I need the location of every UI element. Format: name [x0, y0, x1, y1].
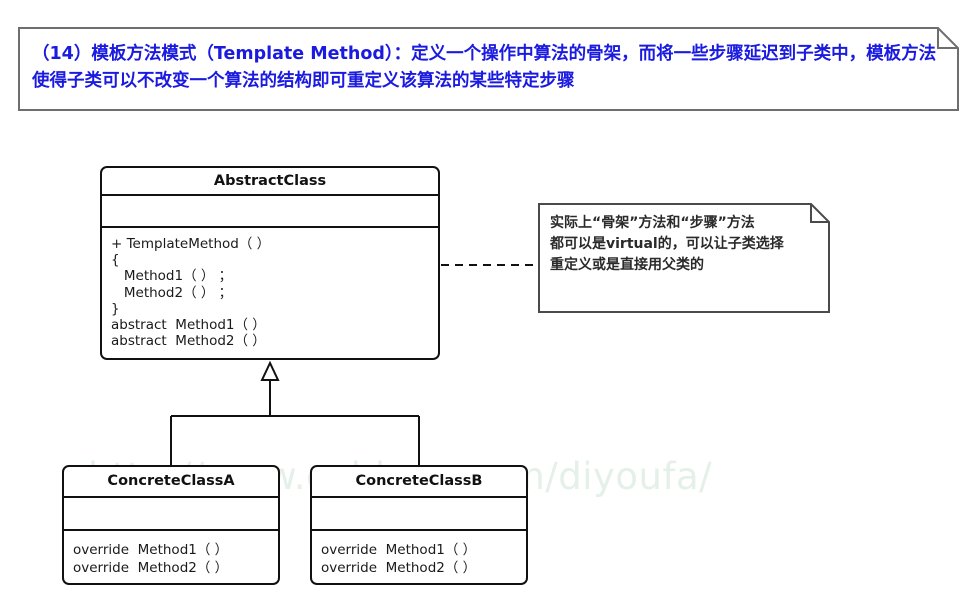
- concreteclassa-attributes-compartment: [64, 498, 278, 531]
- generalization-arrowhead: [260, 360, 280, 381]
- method-line: + TemplateMethod（ ）: [111, 236, 271, 252]
- uml-class-abstractclass[interactable]: AbstractClass + TemplateMethod（ ） { Meth…: [100, 166, 440, 360]
- side-note-line: 都可以是virtual的，可以让子类选择: [550, 236, 784, 252]
- concreteclassb-attributes-compartment: [312, 498, 526, 531]
- method-line: Method2（ ） ；: [111, 284, 233, 301]
- side-note-text: 实际上“骨架”方法和“步骤”方法 都可以是virtual的，可以让子类选择 重定…: [538, 203, 830, 276]
- abstractclass-attributes-compartment: [102, 196, 438, 228]
- abstractclass-title: AbstractClass: [102, 168, 438, 196]
- method-line: Method1（ ） ；: [111, 268, 233, 285]
- concreteclassb-title: ConcreteClassB: [312, 467, 526, 498]
- uml-class-concreteclassa[interactable]: ConcreteClassA override Method1（ ） overr…: [62, 465, 280, 585]
- method-line: override Method2（ ）: [73, 560, 229, 576]
- side-note-line: 重定义或是直接用父类的: [550, 257, 704, 273]
- method-line: override Method1（ ）: [321, 542, 477, 558]
- header-note-shape: [18, 27, 959, 111]
- header-banner-text: （14）模板方法模式（Template Method）：定义一个操作中算法的骨架…: [32, 44, 937, 91]
- method-line: override Method2（ ）: [321, 560, 477, 576]
- method-line: {: [111, 252, 120, 269]
- uml-class-concreteclassb[interactable]: ConcreteClassB override Method1（ ） overr…: [310, 465, 528, 585]
- header-banner-note: （14）模板方法模式（Template Method）：定义一个操作中算法的骨架…: [18, 27, 959, 111]
- method-line: abstract Method2（ ）: [111, 333, 266, 350]
- concreteclassa-title: ConcreteClassA: [64, 467, 278, 498]
- method-line: override Method1（ ）: [73, 542, 229, 558]
- method-line: abstract Method1（ ）: [111, 317, 266, 334]
- concreteclassa-methods-compartment: override Method1（ ） override Method2（ ）: [64, 531, 278, 577]
- side-note-line: 实际上“骨架”方法和“步骤”方法: [550, 215, 755, 231]
- side-comment-note: 实际上“骨架”方法和“步骤”方法 都可以是virtual的，可以让子类选择 重定…: [538, 203, 830, 313]
- method-line: }: [111, 300, 120, 317]
- side-note-shape: [538, 203, 830, 313]
- concreteclassb-methods-compartment: override Method1（ ） override Method2（ ）: [312, 531, 526, 577]
- abstractclass-methods-compartment: + TemplateMethod（ ） { Method1（ ） ； Metho…: [102, 228, 438, 349]
